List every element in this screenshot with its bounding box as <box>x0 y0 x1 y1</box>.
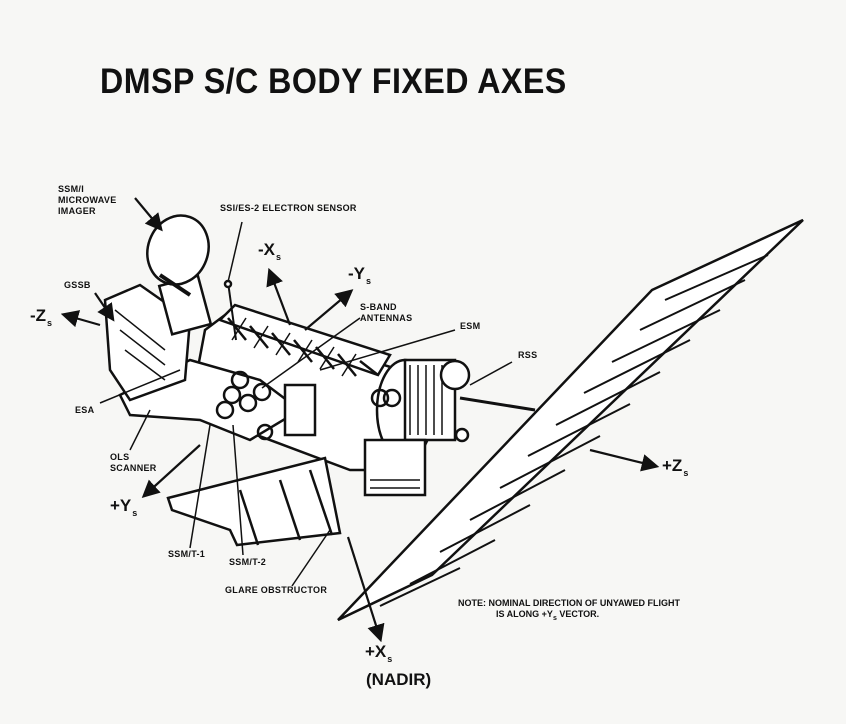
axis-text: +Y <box>110 496 132 515</box>
axis-label-minus-x: -Xs <box>258 240 281 262</box>
solar-array <box>337 218 804 622</box>
axis-text: -Z <box>30 306 47 325</box>
label-ssmt1: SSM/T-1 <box>168 549 206 559</box>
label-esm: ESM <box>460 321 481 331</box>
label-line: SSM/I <box>58 184 85 194</box>
label-rss: RSS <box>518 350 538 360</box>
diagram-title: DMSP S/C BODY FIXED AXES <box>100 62 567 101</box>
label-gssb: GSSB <box>64 280 91 290</box>
label-line: S-BAND <box>360 302 397 312</box>
axis-label-minus-y: -Ys <box>348 264 371 286</box>
note-subscript: s <box>552 614 557 622</box>
label-ssmi: SSM/I MICROWAVE IMAGER <box>58 184 117 217</box>
minus-x-arrow <box>266 267 292 326</box>
axis-subscript: s <box>47 318 53 328</box>
plus-y-arrow <box>141 444 201 498</box>
label-line: IMAGER <box>58 206 96 216</box>
label-ssmt2: SSM/T-2 <box>229 557 267 567</box>
label-line: MICROWAVE <box>58 195 117 205</box>
minus-y-arrow <box>304 289 354 331</box>
axis-label-plus-z: +Zs <box>662 456 688 478</box>
label-s-band: S-BAND ANTENNAS <box>360 302 412 324</box>
note-text: VECTOR. <box>556 609 600 619</box>
label-line: OLS <box>110 452 130 462</box>
label-ols-scanner: OLS SCANNER <box>110 452 157 474</box>
label-line: SCANNER <box>110 463 157 473</box>
axis-text: +X <box>365 642 387 661</box>
label-glare-obstructor: GLARE OBSTRUCTOR <box>225 585 328 595</box>
label-ssi-es2: SSI/ES-2 ELECTRON SENSOR <box>220 203 357 213</box>
label-esa: ESA <box>75 405 95 415</box>
axis-subscript: s <box>276 252 282 262</box>
axis-subscript: s <box>683 468 689 478</box>
plus-z-arrow <box>589 448 660 472</box>
spacecraft-body <box>103 214 471 547</box>
label-line: ANTENNAS <box>360 313 413 323</box>
axis-label-plus-x: +Xs <box>365 642 392 664</box>
note-line-2: IS ALONG +Ys VECTOR. <box>458 609 680 624</box>
axis-subscript: s <box>366 276 372 286</box>
axis-text: +Z <box>662 456 683 475</box>
axis-subscript: s <box>132 508 138 518</box>
axis-label-plus-y: +Ys <box>110 496 137 518</box>
axis-label-nadir: (NADIR) <box>366 670 432 689</box>
note-text: IS ALONG +Y <box>496 609 553 619</box>
plus-x-arrow <box>346 536 385 643</box>
flight-direction-note: NOTE: NOMINAL DIRECTION OF UNYAWED FLIGH… <box>458 598 680 624</box>
axis-label-minus-z: -Zs <box>30 306 52 328</box>
minus-z-arrow <box>60 310 101 328</box>
note-line-1: NOTE: NOMINAL DIRECTION OF UNYAWED FLIGH… <box>458 598 680 608</box>
axis-text: -X <box>258 240 275 259</box>
axis-text: -Y <box>348 264 365 283</box>
axis-subscript: s <box>387 654 393 664</box>
